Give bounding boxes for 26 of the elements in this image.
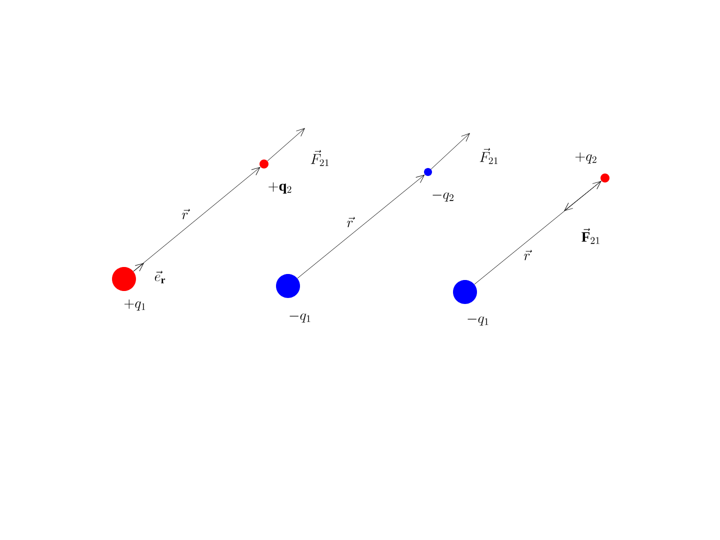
arrow — [474, 181, 602, 285]
charge-label: $+\mathbf{q}_2$ — [268, 182, 292, 194]
arrow — [133, 167, 260, 272]
charge-label: $-q_1$ — [290, 313, 310, 323]
edge-label: $\vec{e}_{\mathbf{r}}$ — [153, 270, 167, 284]
arrow — [267, 128, 305, 162]
charge-label: $+q_1$ — [124, 299, 146, 311]
charge-label: $+q_2$ — [575, 152, 596, 164]
arrow — [297, 174, 425, 279]
charge-dot — [276, 274, 300, 298]
arrow — [564, 180, 602, 211]
charge-dot — [600, 174, 610, 182]
charge-dot — [453, 280, 477, 304]
edge-label: $\vec{r}$ — [522, 248, 532, 262]
arrow — [430, 133, 470, 170]
charge-label: $-q_2$ — [432, 192, 454, 202]
arrow — [133, 263, 144, 272]
edge-label: $\vec{r}$ — [180, 208, 190, 220]
edge-label: $\vec{\mathbf{F}}_{21}$ — [580, 227, 602, 245]
charge-dot — [112, 267, 136, 291]
edge-label: $\vec{F}_{21}$ — [478, 146, 500, 166]
edge-label: $\vec{F}_{21}$ — [309, 148, 331, 168]
charge-dot — [260, 160, 268, 168]
charge-dot — [424, 168, 432, 176]
charge-label: $-q_1$ — [468, 316, 488, 326]
edge-label: $\vec{r}$ — [346, 216, 356, 228]
